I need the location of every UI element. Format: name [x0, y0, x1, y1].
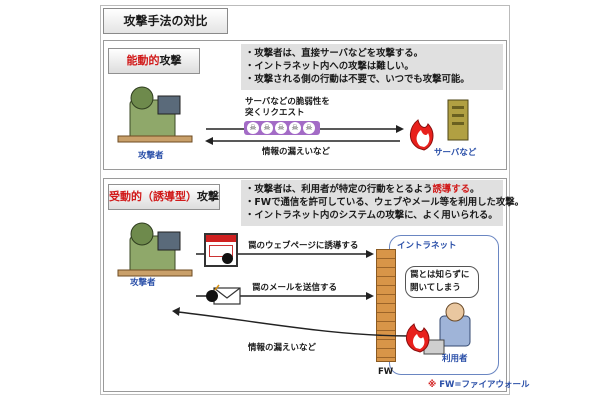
active-attack-bullets: ・攻撃者は、直接サーバなどを攻撃する。 ・イントラネット内への攻撃は難しい。 ・… [241, 44, 503, 90]
intranet-label: イントラネット [397, 241, 457, 251]
skull-icon: ☠ [261, 122, 273, 134]
passive-attack-title-rest: 攻撃 [197, 190, 219, 203]
trap-webpage-icon [204, 233, 238, 267]
skull-icon: ☠ [275, 122, 287, 134]
fw-label: FW [378, 367, 394, 377]
diagram-heading: 攻撃手法の対比 [103, 8, 228, 34]
skull-icon: ☠ [247, 122, 259, 134]
skull-icon: ☠ [303, 122, 315, 134]
bullet: ・攻撃される側の行動は不要で、いつでも攻撃可能。 [245, 74, 470, 85]
leak-label: 情報の漏えいなど [248, 343, 317, 353]
bullet: ・攻撃者は、直接サーバなどを攻撃する。 [245, 48, 424, 59]
highlight-text: 誘導する [432, 184, 471, 195]
mail-trap-label: 罠のメールを送信する [252, 283, 338, 293]
attacker-label: 攻撃者 [138, 151, 164, 161]
active-attack-title: 能動的攻撃 [108, 48, 200, 74]
webpage-titlebar [206, 235, 236, 242]
leak-arrow [172, 307, 411, 337]
attacker-illustration [117, 222, 193, 277]
web-trap-label: 罠のウェブページに誘導する [248, 241, 359, 251]
bomb-icon [222, 253, 233, 264]
firewall-wall [376, 249, 396, 362]
user-illustration [406, 302, 471, 355]
mail-envelope [206, 284, 241, 305]
footnote-mark: ※ [428, 380, 437, 390]
bubble-line: 罠とは知らずに [410, 270, 470, 280]
request-label-line1: サーバなどの脆弱性を [245, 97, 330, 107]
attacker-illustration [117, 86, 193, 143]
passive-attack-title: 受動的（誘導型）攻撃 [108, 184, 220, 210]
request-label-line2: 突くリクエスト [245, 108, 305, 118]
active-attack-title-rest: 攻撃 [159, 54, 182, 67]
footnote: ※ FW=ファイアウォール [428, 378, 530, 390]
server-label: サーバなど [434, 148, 477, 158]
active-attack-title-red: 能動的 [126, 54, 160, 67]
bullet: ・攻撃者は、利用者が特定の行動をとるよう誘導する。 [245, 184, 480, 195]
leak-label: 情報の漏えいなど [262, 147, 331, 157]
bubble-line: 開いてしまう [410, 283, 461, 293]
server-illustration [410, 99, 469, 151]
vulnerability-request-bar: ☠ ☠ ☠ ☠ ☠ [244, 121, 320, 135]
passive-attack-title-red: 受動的（誘導型） [109, 190, 197, 203]
bullet: ・イントラネット内への攻撃は難しい。 [245, 61, 414, 72]
leak-arrow [205, 137, 400, 145]
passive-attack-bullets: ・攻撃者は、利用者が特定の行動をとるよう誘導する。 ・FWで通信を許可している、… [241, 180, 524, 226]
attacker-label: 攻撃者 [130, 278, 156, 288]
bullet: ・イントラネット内のシステムの攻撃に、よく用いられる。 [245, 210, 498, 221]
bullet: ・FWで通信を許可している、ウェブやメール等を利用した攻撃。 [245, 197, 524, 208]
footnote-text: FW=ファイアウォール [436, 380, 530, 390]
skull-icon: ☠ [289, 122, 301, 134]
user-thought-bubble: 罠とは知らずに 開いてしまう [405, 266, 479, 298]
user-label: 利用者 [442, 354, 468, 364]
